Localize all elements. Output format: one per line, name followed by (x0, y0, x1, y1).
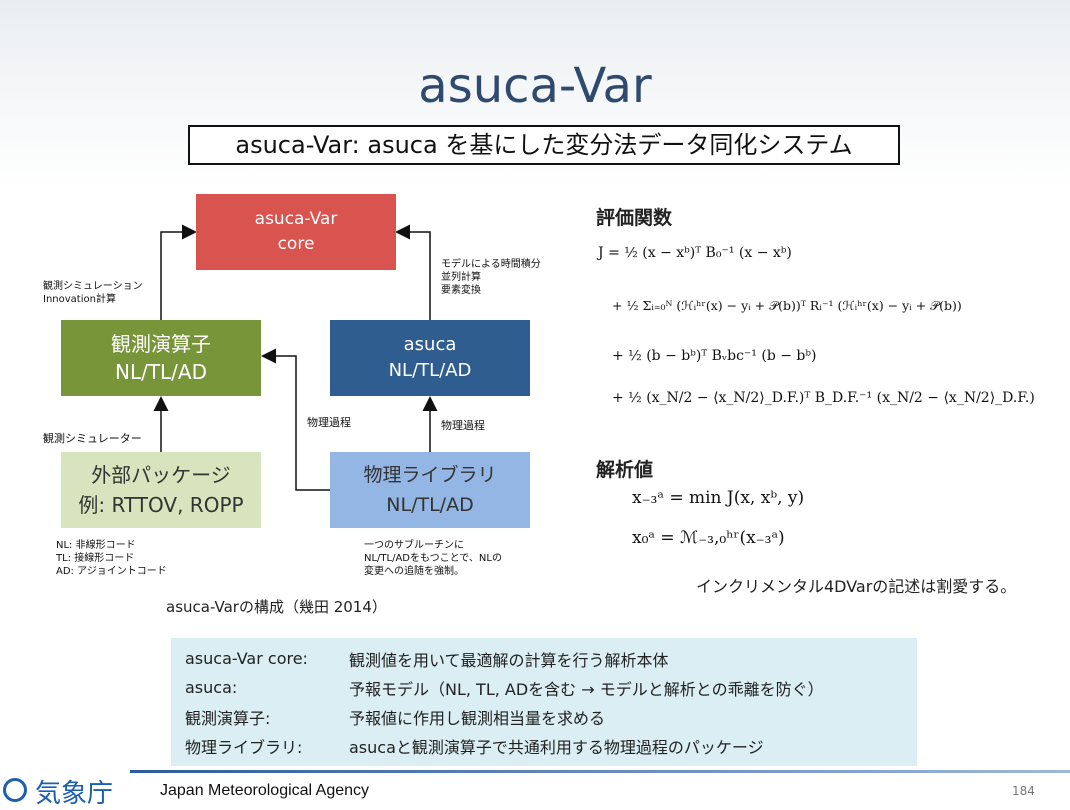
obs-line-2: NL/TL/AD (114, 360, 208, 384)
diagram-caption: asuca-Varの構成（幾田 2014） (166, 598, 387, 616)
analysis-note: インクリメンタル4DVarの記述は割愛する。 (696, 577, 1017, 596)
ext-line-2: 例: RTTOV, ROPP (78, 493, 244, 517)
note-subroutine: 一つのサブルーチンに NL/TL/ADをもつことで、NLの 変更への追随を強制。 (364, 540, 502, 577)
legend-key: 物理ライブラリ: (185, 737, 303, 757)
legend-value: asucaと観測演算子で共通利用する物理過程のパッケージ (349, 737, 764, 757)
label-ext-to-obs: 観測シミュレーター (43, 432, 142, 445)
legend-key: 観測演算子: (185, 708, 271, 728)
label-phys-to-asuca: 物理過程 (441, 419, 485, 432)
cost-function-line-3: + ½ (b − bᵇ)ᵀ Bᵥbc⁻¹ (b − bᵇ) (612, 348, 817, 364)
ext-line-1: 外部パッケージ (91, 463, 231, 487)
legend-value: 予報値に作用し観測相当量を求める (349, 708, 606, 728)
arrow-obs-to-core (160, 224, 197, 320)
agency-name: Japan Meteorological Agency (160, 782, 370, 799)
legend-value: 観測値を用いて最適解の計算を行う解析本体 (349, 650, 669, 670)
cost-function-heading: 評価関数 (596, 207, 673, 229)
analysis-heading: 解析値 (596, 459, 654, 481)
subtitle-box: asuca-Var: asuca を基にした変分法データ同化システム (188, 125, 900, 165)
analysis-line-2: x₀ᵃ = ℳ₋₃,₀ʰʳ(x₋₃ᵃ) (632, 528, 785, 548)
note-code-types: NL: 非線形コード TL: 接線形コード AD: アジョイントコード (56, 540, 167, 577)
box-asuca: asuca NL/TL/AD (330, 320, 530, 396)
slide-title: asuca-Var (418, 58, 652, 114)
legend-key: asuca: (185, 678, 238, 697)
box-asuca-var-core: asuca-Var core (196, 194, 396, 270)
phys-line-2: NL/TL/AD (386, 494, 474, 516)
legend-row: 観測演算子: 予報値に作用し観測相当量を求める (185, 702, 903, 731)
box-physics-library: 物理ライブラリ NL/TL/AD (330, 452, 530, 528)
page-number: 184 (1012, 784, 1035, 798)
legend-row: asuca: 予報モデル（NL, TL, ADを含む → モデルと解析との乖離を… (185, 673, 903, 702)
core-line-1: asuca-Var (254, 209, 338, 229)
legend-box: asuca-Var core: 観測値を用いて最適解の計算を行う解析本体 asu… (171, 638, 917, 766)
core-line-2: core (277, 234, 315, 254)
legend-value: 予報モデル（NL, TL, ADを含む → モデルと解析との乖離を防ぐ） (349, 679, 824, 699)
analysis-line-1: x₋₃ᵃ = min J(x, xᵇ, y) (632, 488, 805, 508)
asuca-line-2: NL/TL/AD (388, 360, 472, 381)
arrow-phys-to-obs (261, 348, 330, 491)
legend-key: asuca-Var core: (185, 649, 308, 668)
cost-function-line-4: + ½ (x_N/2 − ⟨x_N/2⟩_D.F.)ᵀ B_D.F.⁻¹ (x_… (612, 390, 1035, 406)
arrow-asuca-to-core (395, 224, 431, 320)
asuca-line-1: asuca (403, 334, 457, 355)
footer-divider (130, 770, 1070, 773)
label-phys-to-obs: 物理過程 (307, 416, 351, 429)
obs-line-1: 観測演算子 (111, 332, 211, 356)
label-obs-to-core: 観測シミュレーション Innovation計算 (43, 281, 143, 305)
label-asuca-to-core: モデルによる時間積分 並列計算 要素変換 (441, 259, 541, 296)
legend-row: 物理ライブラリ: asucaと観測演算子で共通利用する物理過程のパッケージ (185, 731, 903, 760)
cost-function-line-2: + ½ Σᵢ₌₀ᴺ (ℋᵢʰʳ(x) − yᵢ + 𝒫(b))ᵀ Rᵢ⁻¹ (ℋ… (612, 298, 962, 313)
logo-text: 気象庁 (35, 779, 114, 809)
cost-function-line-1: J = ½ (x − xᵇ)ᵀ B₀⁻¹ (x − xᵇ) (598, 245, 792, 261)
box-observation-operator: 観測演算子 NL/TL/AD (61, 320, 261, 396)
phys-line-1: 物理ライブラリ (363, 464, 497, 486)
box-external-package: 外部パッケージ 例: RTTOV, ROPP (61, 452, 261, 528)
jma-logo-icon (3, 778, 27, 802)
legend-row: asuca-Var core: 観測値を用いて最適解の計算を行う解析本体 (185, 644, 903, 673)
